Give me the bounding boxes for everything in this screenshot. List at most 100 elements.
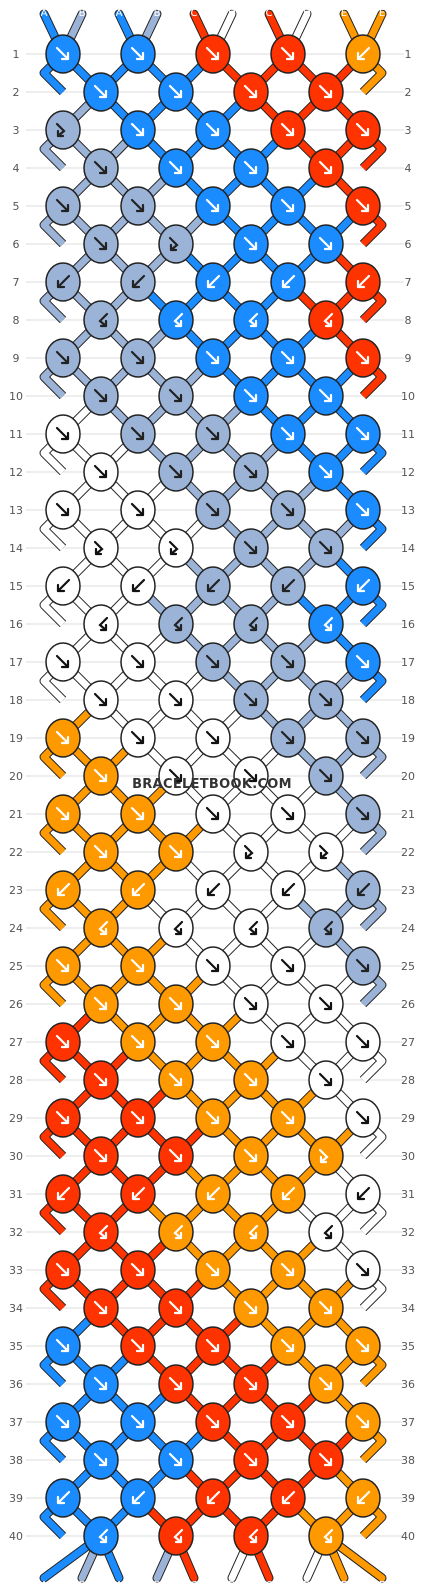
knot-arrow-icon xyxy=(318,844,329,860)
knot-arrow-icon xyxy=(318,1376,333,1391)
knot-arrow-icon xyxy=(355,1110,370,1125)
knot-arrow-icon xyxy=(248,312,259,328)
row-number-right: 17 xyxy=(401,656,415,669)
knot-arrow-icon xyxy=(55,426,70,441)
strand-label-top: E xyxy=(379,8,385,19)
row-number-right: 38 xyxy=(401,1454,415,1467)
knot-arrow-icon xyxy=(205,1262,220,1277)
knot-arrow-icon xyxy=(318,996,333,1011)
row-number-left: 35 xyxy=(9,1340,23,1353)
row-number-left: 31 xyxy=(9,1188,23,1201)
row-number-left: 2 xyxy=(13,86,20,99)
knot-arrow-icon xyxy=(55,46,70,61)
knot-arrow-icon xyxy=(280,654,295,669)
knot-arrow-icon xyxy=(55,198,70,213)
knot-arrow-icon xyxy=(205,654,220,669)
knot-arrow-icon xyxy=(243,1376,258,1391)
knot-arrow-icon xyxy=(355,730,370,745)
knot-arrow-icon xyxy=(280,1338,295,1353)
knot-arrow-icon xyxy=(56,274,71,289)
knot-arrow-icon xyxy=(206,1490,221,1505)
row-number-right: 31 xyxy=(401,1188,415,1201)
knot-arrow-icon xyxy=(243,1300,258,1315)
row-number-left: 22 xyxy=(9,846,23,859)
knot-arrow-icon xyxy=(281,274,296,289)
row-number-right: 6 xyxy=(405,238,412,251)
row-number-right: 20 xyxy=(401,770,415,783)
row-number-right: 21 xyxy=(401,808,415,821)
row-number-right: 1 xyxy=(405,48,412,61)
knot-arrow-icon xyxy=(280,122,295,137)
knot-arrow-icon xyxy=(55,1034,70,1049)
knot-arrow-icon xyxy=(355,654,370,669)
knot-arrow-icon xyxy=(318,692,333,707)
knot-arrow-icon xyxy=(243,84,258,99)
knot-arrow-icon xyxy=(93,768,108,783)
row-number-left: 34 xyxy=(9,1302,23,1315)
knot-arrow-icon xyxy=(243,160,258,175)
knot-arrow-icon xyxy=(280,426,295,441)
knot-arrow-icon xyxy=(323,616,334,632)
knot-arrow-icon xyxy=(318,1072,333,1087)
row-number-left: 21 xyxy=(9,808,23,821)
row-number-left: 1 xyxy=(13,48,20,61)
knot-arrow-icon xyxy=(205,122,220,137)
row-number-right: 4 xyxy=(405,162,412,175)
knot-arrow-icon xyxy=(355,1414,370,1429)
row-number-right: 16 xyxy=(401,618,415,631)
knot-arrow-icon xyxy=(130,730,145,745)
knot-arrow-icon xyxy=(205,1338,220,1353)
knot-arrow-icon xyxy=(173,616,184,632)
row-number-right: 29 xyxy=(401,1112,415,1125)
knot-arrow-icon xyxy=(280,958,295,973)
knot-arrow-icon xyxy=(93,388,108,403)
knot-arrow-icon xyxy=(173,920,184,936)
row-number-right: 36 xyxy=(401,1378,415,1391)
knot-arrow-icon xyxy=(130,502,145,517)
knot-arrow-icon xyxy=(130,1262,145,1277)
knot-arrow-icon xyxy=(248,1528,259,1544)
row-number-left: 4 xyxy=(13,162,20,175)
row-number-right: 28 xyxy=(401,1074,415,1087)
row-number-right: 7 xyxy=(405,276,412,289)
knot-arrow-icon xyxy=(206,1186,221,1201)
knot-arrow-icon xyxy=(243,540,258,555)
row-number-left: 33 xyxy=(9,1264,23,1277)
row-number-left: 15 xyxy=(9,580,23,593)
knot-arrow-icon xyxy=(168,84,183,99)
knot-arrow-icon xyxy=(98,312,109,328)
row-number-left: 36 xyxy=(9,1378,23,1391)
knot-arrow-icon xyxy=(323,312,334,328)
knot-arrow-icon xyxy=(355,122,370,137)
strand-label-bottom: C xyxy=(191,1580,198,1591)
row-number-left: 8 xyxy=(13,314,20,327)
knot-arrow-icon xyxy=(243,768,258,783)
row-number-left: 16 xyxy=(9,618,23,631)
knot-arrow-icon xyxy=(248,920,259,936)
knot-arrow-icon xyxy=(355,1338,370,1353)
row-number-right: 30 xyxy=(401,1150,415,1163)
knot-arrow-icon xyxy=(168,1452,183,1467)
knot-arrow-icon xyxy=(93,1148,108,1163)
knot-arrow-icon xyxy=(98,1528,109,1544)
knot-arrow-icon xyxy=(168,692,183,707)
row-number-right: 18 xyxy=(401,694,415,707)
knot-arrow-icon xyxy=(205,46,220,61)
knot-arrow-icon xyxy=(205,426,220,441)
row-number-left: 10 xyxy=(9,390,23,403)
row-number-right: 12 xyxy=(401,466,415,479)
knot-arrow-icon xyxy=(130,958,145,973)
row-number-right: 25 xyxy=(401,960,415,973)
row-number-right: 23 xyxy=(401,884,415,897)
row-number-left: 27 xyxy=(9,1036,23,1049)
row-number-left: 30 xyxy=(9,1150,23,1163)
knot-arrow-icon xyxy=(206,882,221,897)
knot-arrow-icon xyxy=(281,1186,296,1201)
knot-arrow-icon xyxy=(55,1110,70,1125)
knot-arrow-icon xyxy=(243,844,254,860)
row-number-right: 2 xyxy=(405,86,412,99)
knot-arrow-icon xyxy=(280,730,295,745)
knot-arrow-icon xyxy=(243,996,258,1011)
strand-label-bottom: A xyxy=(41,1580,48,1591)
row-number-left: 17 xyxy=(9,656,23,669)
